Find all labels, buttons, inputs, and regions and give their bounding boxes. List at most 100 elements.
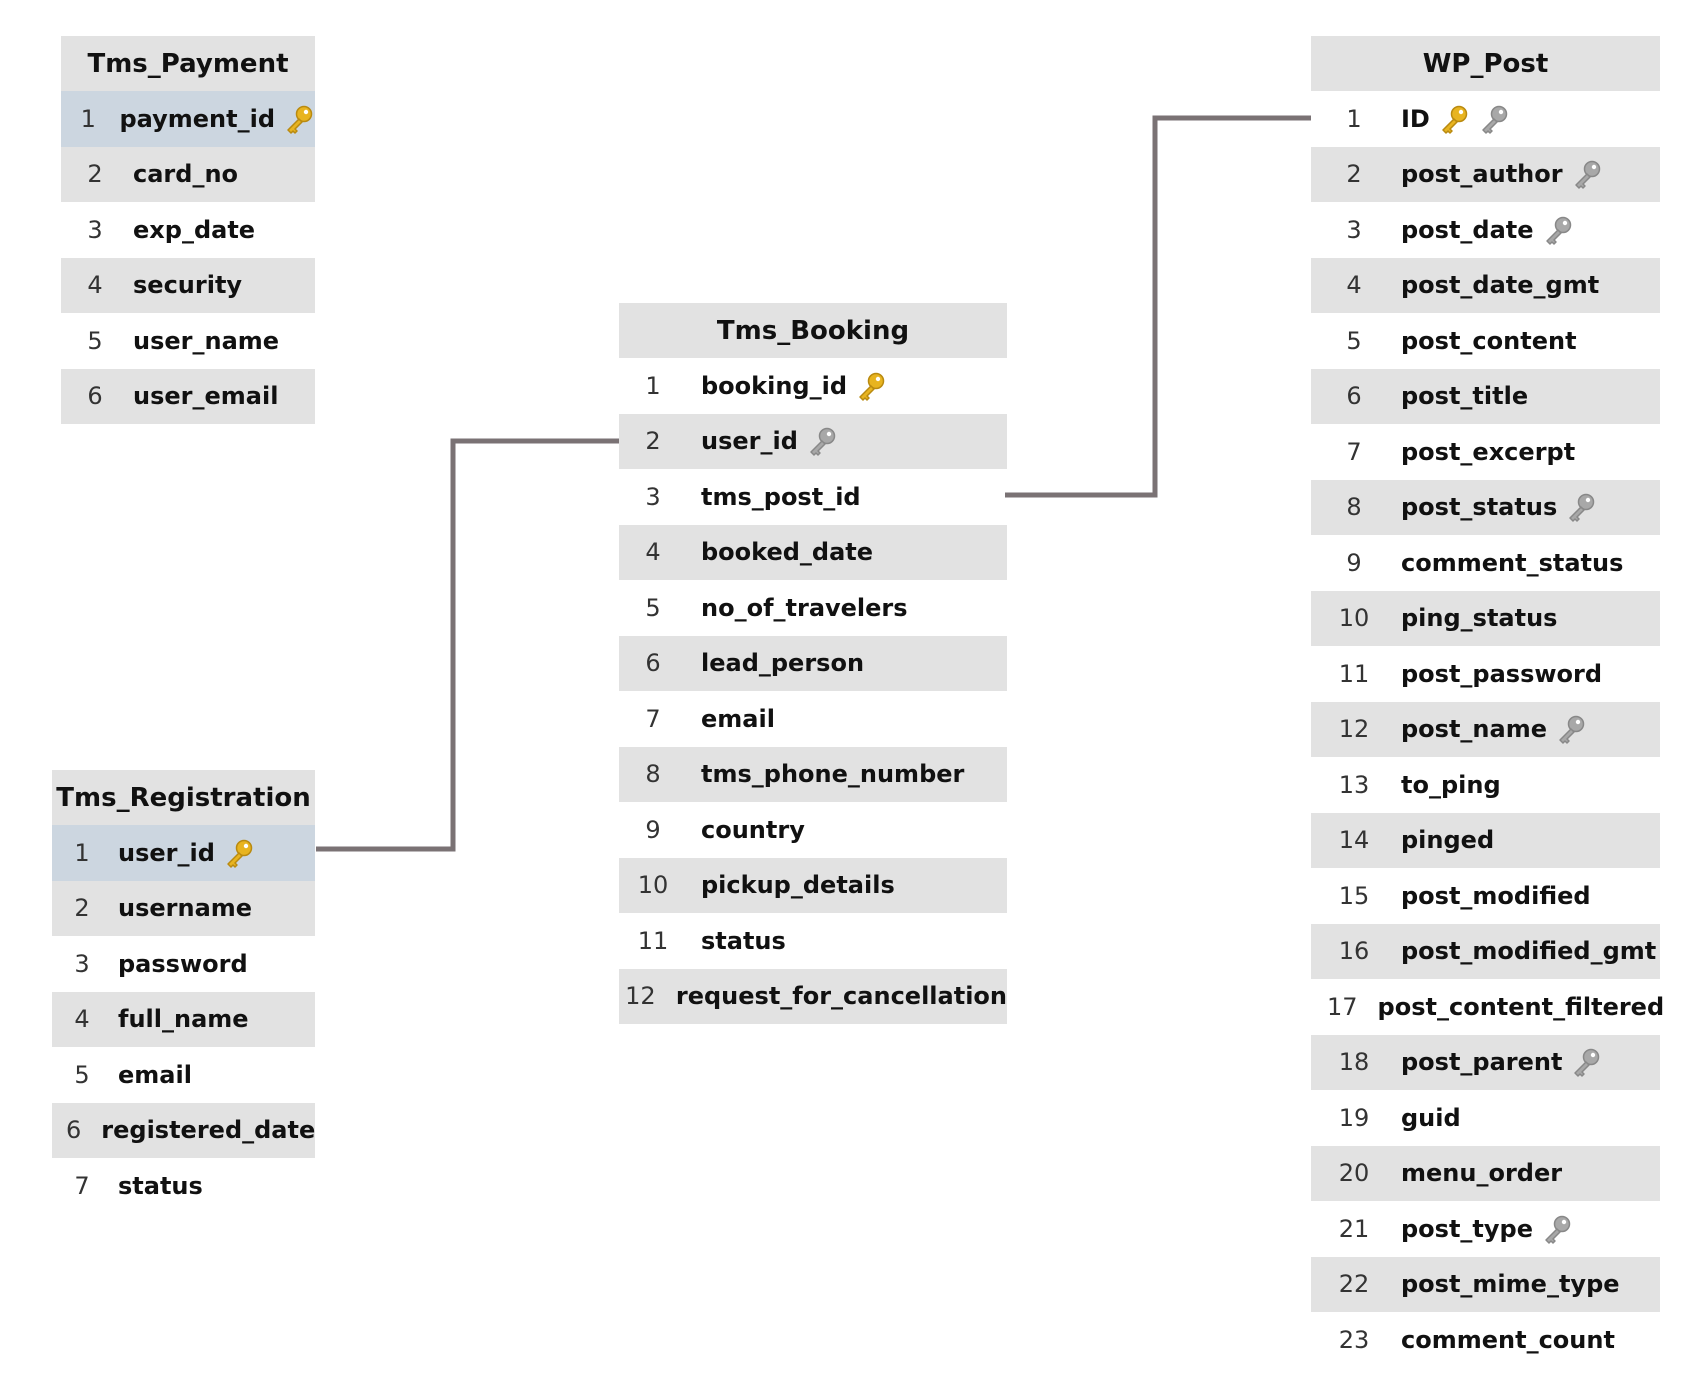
column-name: post_type <box>1401 1214 1533 1243</box>
column-name: post_modified_gmt <box>1401 937 1657 966</box>
table-header[interactable]: WP_Post <box>1311 36 1660 91</box>
column-name: tms_phone_number <box>701 760 965 789</box>
table-row[interactable]: 12 post_name <box>1311 701 1660 757</box>
table-row[interactable]: 16 post_modified_gmt <box>1311 923 1660 979</box>
primary-key-icon <box>223 837 255 869</box>
column-name: post_date_gmt <box>1401 271 1600 300</box>
table-row[interactable]: 6 lead_person <box>619 635 1007 691</box>
row-number: 12 <box>1338 715 1370 744</box>
table-row[interactable]: 2 username <box>52 880 315 936</box>
index-key-icon <box>1555 713 1587 745</box>
row-number: 4 <box>1346 271 1362 300</box>
row-number: 4 <box>87 271 103 300</box>
row-number: 5 <box>87 326 103 355</box>
column-name: post_date <box>1401 215 1534 244</box>
primary-key-icon <box>283 103 315 135</box>
column-name: menu_order <box>1401 1159 1563 1188</box>
index-key-icon <box>1478 103 1510 135</box>
row-number: 12 <box>625 982 656 1011</box>
row-number: 20 <box>1338 1159 1370 1188</box>
row-number: 2 <box>645 427 661 456</box>
table-header[interactable]: Tms_Registration <box>52 770 315 825</box>
column-name: post_title <box>1401 382 1529 411</box>
column-name: user_email <box>133 382 279 411</box>
row-number: 4 <box>74 1005 90 1034</box>
table-header[interactable]: Tms_Payment <box>61 36 315 91</box>
row-number: 5 <box>1346 326 1362 355</box>
table-row[interactable]: 4 post_date_gmt <box>1311 257 1660 313</box>
column-name: lead_person <box>701 649 865 678</box>
table-row[interactable]: 2 user_id <box>619 413 1007 469</box>
table-row[interactable]: 3 post_date <box>1311 202 1660 258</box>
row-number: 17 <box>1327 992 1358 1021</box>
column-name: comment_count <box>1401 1325 1615 1354</box>
primary-key-icon <box>1438 103 1470 135</box>
column-name: user_id <box>118 838 215 867</box>
table-row[interactable]: 5 post_content <box>1311 313 1660 369</box>
row-number: 16 <box>1338 937 1370 966</box>
row-number: 22 <box>1338 1270 1370 1299</box>
row-number: 2 <box>74 894 90 923</box>
row-number: 6 <box>87 382 103 411</box>
column-name: country <box>701 815 805 844</box>
column-name: username <box>118 894 253 923</box>
column-name: payment_id <box>119 104 275 133</box>
table-row[interactable]: 6 user_email <box>61 368 315 424</box>
column-name: pinged <box>1401 826 1495 855</box>
column-name: email <box>118 1060 192 1089</box>
row-number: 6 <box>645 649 661 678</box>
table-row[interactable]: 20 menu_order <box>1311 1145 1660 1201</box>
table-header[interactable]: Tms_Booking <box>619 303 1007 358</box>
column-name: post_mime_type <box>1401 1270 1620 1299</box>
row-number: 3 <box>1346 215 1362 244</box>
row-number: 10 <box>1338 604 1370 633</box>
column-name: user_id <box>701 427 798 456</box>
column-name: post_content <box>1401 326 1577 355</box>
index-key-icon <box>1565 491 1597 523</box>
table-row[interactable]: 22 post_mime_type <box>1311 1256 1660 1312</box>
column-name: post_name <box>1401 715 1547 744</box>
